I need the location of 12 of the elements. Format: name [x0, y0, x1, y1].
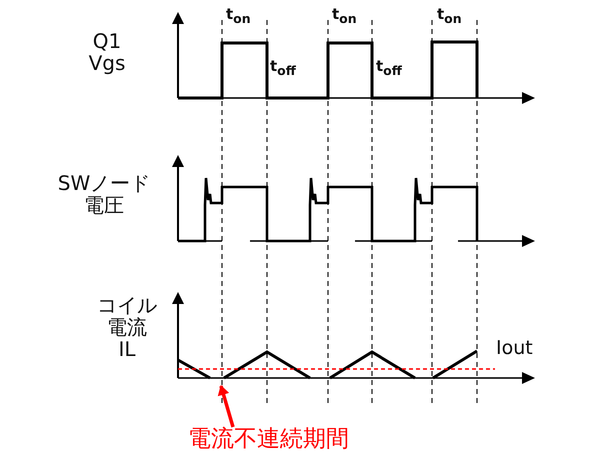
axis-label: SWノード電圧 — [56, 172, 152, 216]
axis-label: Q1 Vgs — [88, 30, 126, 74]
interval-label: t$_{off}$ — [376, 58, 403, 78]
interval-label: t$_{on}$ — [226, 6, 252, 26]
callout-text: 電流不連続期間 — [188, 427, 348, 452]
interval-label: t$_{off}$ — [270, 58, 297, 78]
current-label: Iout — [496, 338, 534, 359]
interval-label: t$_{on}$ — [437, 6, 463, 26]
current-axes-drawing — [172, 292, 535, 384]
callout-arrow — [218, 385, 235, 428]
interval-label: t$_{on}$ — [332, 6, 358, 26]
axis-label: コイル電流 IL — [96, 294, 158, 360]
